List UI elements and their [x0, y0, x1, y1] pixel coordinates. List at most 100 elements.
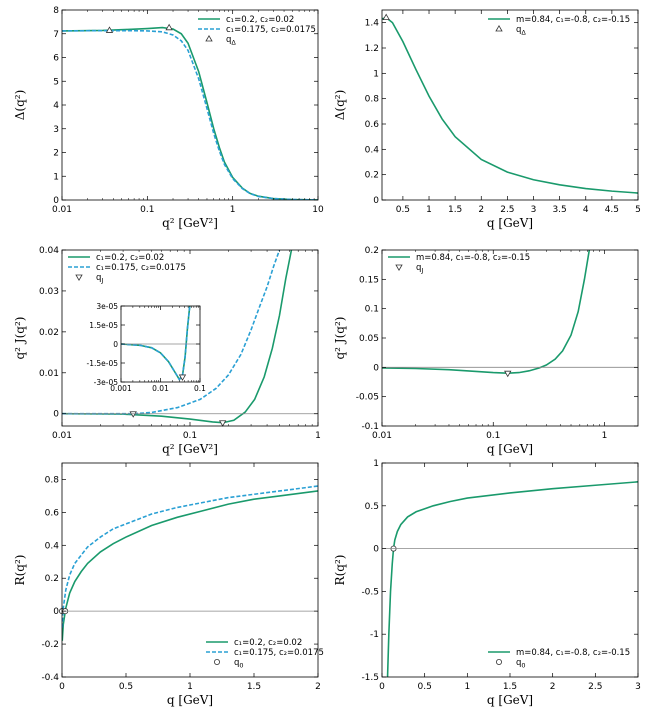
x-tick-label: 1 — [315, 431, 321, 441]
legend-label: q0 — [234, 658, 244, 670]
legend-marker-tri-down — [395, 264, 403, 272]
y-tick-label: 5 — [53, 77, 59, 87]
x-tick-label: 0.01 — [52, 205, 72, 215]
legend-marker-tri-up — [495, 24, 503, 32]
marker-tri-up — [382, 13, 390, 21]
legend-label: c₁=0.175, c₂=0.0175 — [96, 263, 186, 273]
x-tick-label: 0.1 — [140, 205, 154, 215]
plot-frame — [381, 249, 639, 427]
plot-frame — [61, 9, 319, 201]
series-line-solid — [62, 250, 293, 424]
x-tick-label: 2 — [315, 682, 321, 692]
x-tick-label: 4 — [583, 205, 589, 215]
plot-frame — [381, 9, 639, 201]
legend-label: qΔ — [516, 25, 526, 37]
legend-entry: m=0.84, c₁=-0.8, c₂=-0.15 — [488, 648, 630, 658]
y-axis-label: R(q²) — [333, 555, 347, 586]
marker-tri-down — [504, 370, 512, 378]
y-tick-label: 0.2 — [365, 171, 379, 181]
series-line-solid — [62, 26, 318, 200]
legend-entry: qΔ — [205, 34, 236, 47]
x-tick-label: 2 — [550, 682, 556, 692]
legend-entry: m=0.84, c₁=-0.8, c₂=-0.15 — [488, 15, 630, 25]
y-tick-label: 0.4 — [365, 145, 380, 155]
legend-label: c₁=0.2, c₂=0.02 — [96, 253, 164, 263]
y-tick-label: -1.5 — [361, 673, 379, 683]
x-tick-label: 3 — [531, 205, 537, 215]
y-tick-label: 8 — [53, 6, 59, 16]
legend-label: m=0.84, c₁=-0.8, c₂=-0.15 — [516, 648, 630, 658]
legend-entry: q0 — [213, 658, 244, 670]
y-tick-label: -0.05 — [356, 393, 379, 403]
y-tick-label: 0 — [53, 607, 59, 617]
legend-entry: c₁=0.2, c₂=0.02 — [198, 15, 294, 25]
series-line-dashed — [62, 250, 281, 415]
y-tick-label: -3e-05 — [94, 378, 119, 387]
series-line-solid — [382, 250, 591, 375]
x-tick-label: 2.5 — [588, 682, 602, 692]
x-tick-label: 3.5 — [552, 205, 566, 215]
x-tick-label: 0 — [379, 682, 385, 692]
series-line-solid — [62, 490, 318, 641]
marker-tri-down — [178, 374, 187, 381]
x-tick-label: 4.5 — [605, 205, 619, 215]
plot-frame — [381, 462, 639, 678]
legend-marker-circle — [213, 659, 220, 666]
y-tick-label: -1 — [370, 630, 379, 640]
x-tick-label: 0.001 — [110, 384, 132, 393]
series-line-solid — [386, 481, 638, 677]
y-tick-label: -0.1 — [361, 422, 379, 432]
x-tick-label: 1.5 — [247, 682, 261, 692]
y-tick-label: 0.2 — [365, 246, 379, 256]
y-tick-label: 1.2 — [365, 44, 379, 54]
y-tick-label: 4 — [53, 101, 59, 111]
y-tick-label: 0.2 — [45, 574, 59, 584]
x-tick-label: 0.01 — [152, 384, 169, 393]
legend-marker-circle — [495, 659, 502, 666]
x-tick-label: 1 — [187, 682, 193, 692]
x-tick-label: 0.5 — [119, 682, 133, 692]
y-tick-label: 0.8 — [365, 95, 380, 105]
y-tick-label: 0.04 — [39, 246, 59, 256]
legend-label: c₁=0.2, c₂=0.02 — [234, 638, 302, 648]
y-axis-label: q² J(q²) — [333, 317, 347, 360]
y-tick-label: 0 — [373, 196, 379, 206]
y-tick-label: 0.05 — [359, 334, 379, 344]
x-tick-label: 0 — [59, 682, 65, 692]
x-tick-label: 0.1 — [194, 384, 206, 393]
x-axis-label: q [GeV] — [487, 442, 533, 456]
y-tick-label: 0 — [53, 410, 59, 420]
legend-marker-tri-up — [205, 34, 213, 42]
y-tick-label: 0 — [113, 340, 118, 349]
y-tick-label: 1 — [373, 459, 379, 469]
legend-entry: c₁=0.175, c₂=0.0175 — [206, 648, 324, 658]
x-tick-label: 0.1 — [183, 431, 197, 441]
legend-entry: c₁=0.175, c₂=0.0175 — [198, 25, 316, 35]
x-tick-label: 3 — [635, 682, 641, 692]
series-line-dashed — [121, 306, 191, 381]
legend-marker-tri-down — [75, 274, 83, 282]
y-axis-label: Δ(q²) — [333, 90, 347, 121]
y-tick-label: -0.5 — [361, 587, 379, 597]
x-tick-label: 0.5 — [418, 682, 432, 692]
y-tick-label: 0.02 — [39, 328, 59, 338]
series-line-dashed — [62, 29, 318, 200]
y-tick-label: 0 — [373, 363, 379, 373]
legend-label: qJ — [416, 263, 423, 275]
marker-tri-down — [129, 411, 137, 418]
y-axis-label: Δ(q²) — [13, 90, 27, 121]
x-axis-label: q² [GeV²] — [162, 442, 218, 456]
y-tick-label: 2 — [53, 149, 59, 159]
y-tick-label: 1.5e-05 — [89, 321, 118, 330]
x-axis-label: q² [GeV²] — [162, 216, 218, 230]
legend-entry: qJ — [395, 263, 423, 275]
y-tick-label: 1.4 — [365, 19, 380, 29]
y-tick-label: -0.2 — [41, 640, 59, 650]
y-tick-label: 3e-05 — [96, 302, 118, 311]
y-tick-label: 7 — [53, 30, 59, 40]
